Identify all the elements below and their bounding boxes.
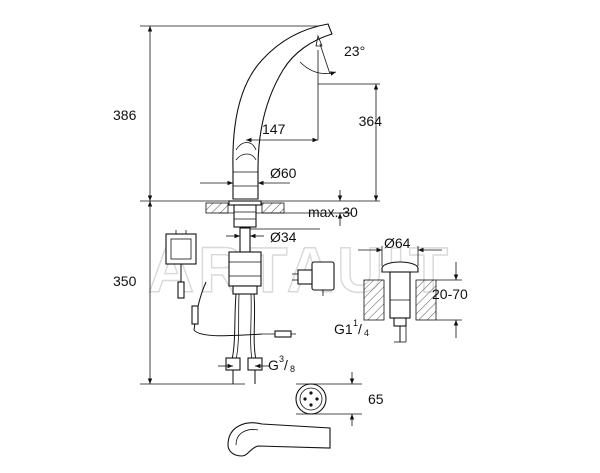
dim-counter-thickness: max. 30 — [308, 204, 358, 220]
dimension-lines — [147, 26, 462, 426]
svg-text:/: / — [358, 321, 362, 337]
dim-waste-diameter: Ø64 — [384, 235, 411, 251]
dim-shank-diameter: Ø34 — [270, 229, 297, 245]
dim-spout-angle: 23° — [344, 43, 365, 59]
sensor-eye — [295, 383, 327, 415]
dim-waste-thread: G1 1 / 4 — [334, 318, 369, 338]
dim-waste-range: 20-70 — [432, 286, 468, 302]
spout-side-view — [227, 422, 331, 457]
svg-text:G1: G1 — [334, 321, 353, 337]
svg-text:1: 1 — [353, 318, 358, 328]
svg-text:8: 8 — [290, 364, 295, 374]
svg-text:3: 3 — [279, 354, 284, 364]
countertop-section — [205, 200, 285, 228]
dim-sensor-diameter: 65 — [368, 391, 384, 407]
control-box — [165, 230, 296, 338]
dim-overall-height: 386 — [113, 107, 137, 123]
svg-text:4: 4 — [364, 328, 369, 338]
faucet-body — [232, 23, 333, 200]
dim-base-diameter: Ø60 — [270, 165, 297, 181]
dim-inlet-thread: G 3 / 8 — [268, 354, 295, 374]
waste-assembly — [363, 261, 437, 342]
dim-spout-reach: 147 — [262, 121, 286, 137]
svg-text:G: G — [268, 357, 279, 373]
dim-below-counter: 350 — [113, 273, 137, 289]
dim-spout-height: 364 — [359, 113, 383, 129]
power-adapter — [292, 261, 335, 296]
svg-text:/: / — [284, 357, 288, 373]
